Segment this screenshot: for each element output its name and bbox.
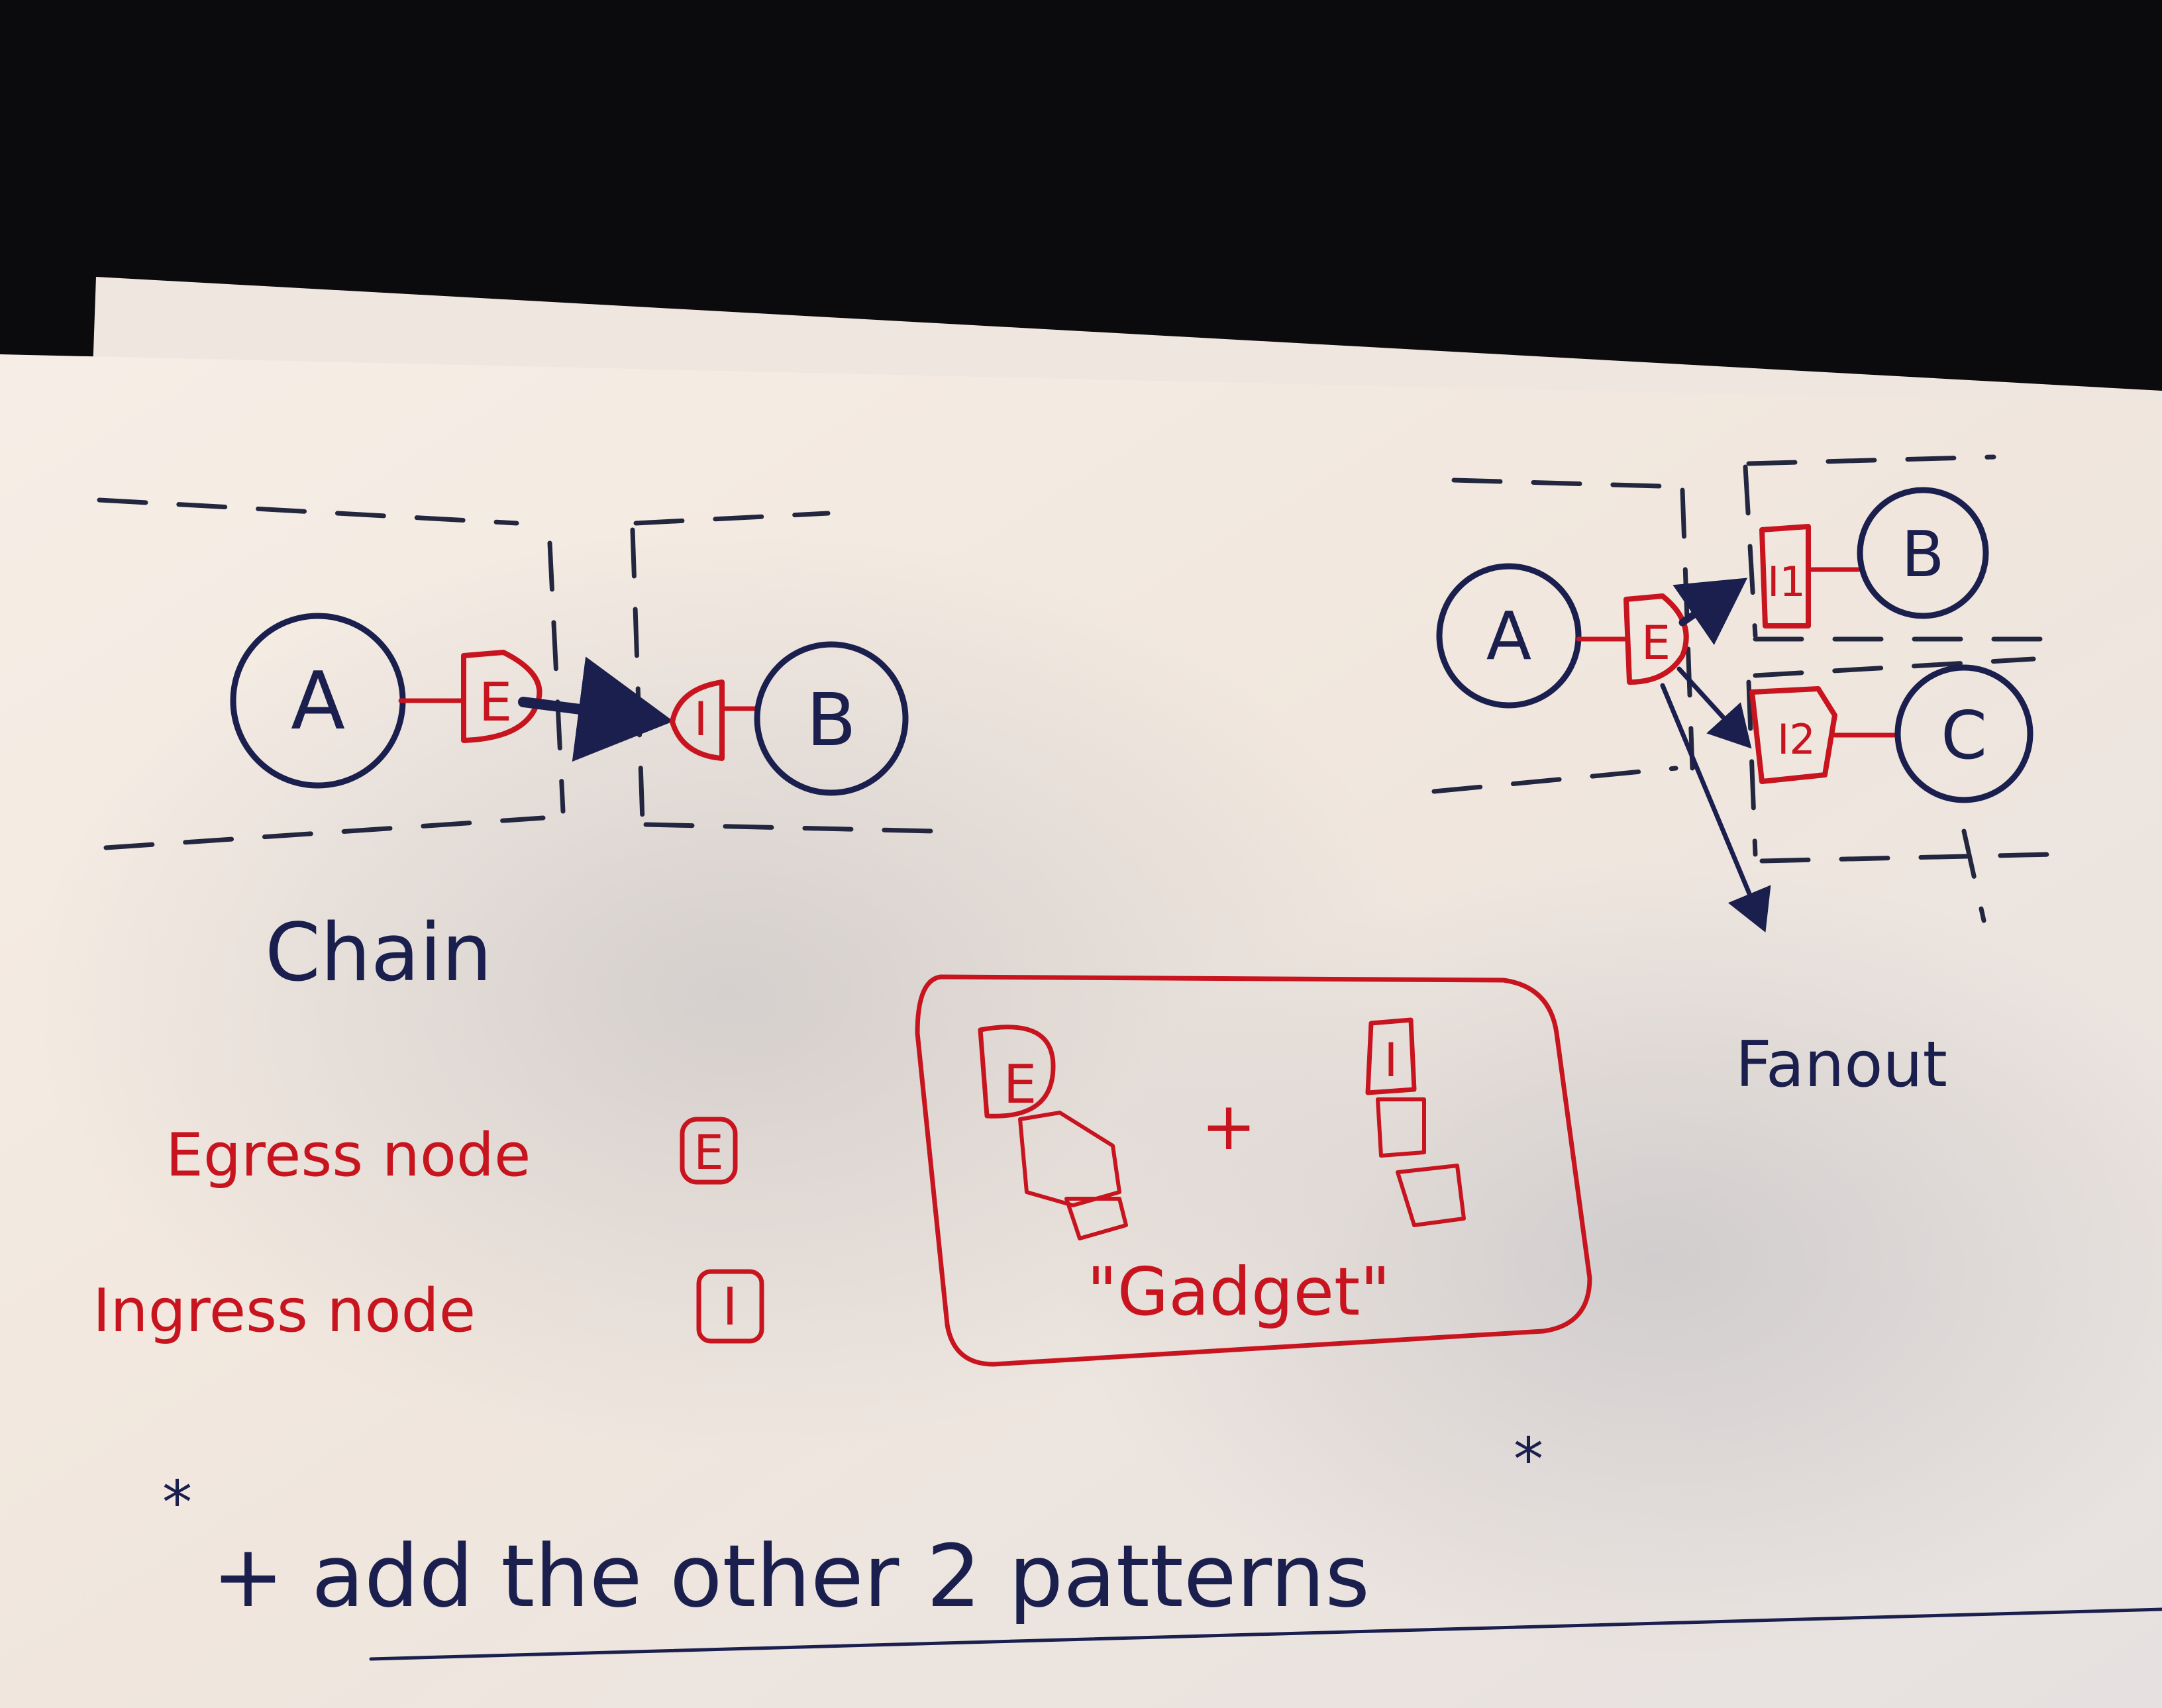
fanout-node-b-circle xyxy=(1857,487,1989,619)
chain-arrow xyxy=(518,656,674,762)
gadget-egress-symbol: E xyxy=(1004,1054,1037,1115)
fanout-egress-label: E xyxy=(1641,616,1671,670)
chain-box-b-bottom xyxy=(643,822,937,834)
fanout-ingress-1-label: I1 xyxy=(1767,558,1806,606)
fanout-node-a-label: A xyxy=(1486,597,1531,675)
fanout-box-a-right xyxy=(1680,487,1695,771)
gadget-plus: + xyxy=(1201,1087,1257,1165)
fanout-box-c-bottom xyxy=(1759,852,2056,864)
fanout-caption: Fanout xyxy=(1735,1029,1947,1101)
fanout-arrow-to-c xyxy=(1676,666,1752,749)
legend-ingress-label: Ingress node xyxy=(93,1276,476,1346)
hand-shadow-2 xyxy=(1060,861,2162,1656)
legend: Egress node E Ingress node I xyxy=(93,1117,764,1346)
fanout-box-b-left xyxy=(1743,464,1758,638)
gadget-box: E + I "Gadget" xyxy=(915,974,1592,1367)
chain-box-b-top xyxy=(633,511,831,526)
fanout-ingress-2-label: I2 xyxy=(1777,715,1816,764)
fanout-node-b-label: B xyxy=(1901,519,1944,591)
gadget-outline xyxy=(915,974,1592,1367)
note-star-right: * xyxy=(1514,1425,1543,1495)
chain-box-a-right xyxy=(547,540,566,814)
chain-diagram: A E I B Chain xyxy=(97,497,937,999)
fanout-node-c-label: C xyxy=(1941,697,1987,774)
chain-caption: Chain xyxy=(265,907,492,999)
note: * * + add the other 2 patterns xyxy=(162,1425,2162,1661)
legend-egress-label: Egress node xyxy=(166,1121,531,1190)
chain-node-a-label: A xyxy=(291,656,345,748)
gadget-egress-stack-2 xyxy=(1064,1197,1128,1240)
fanout-arrow-down xyxy=(1660,683,1771,932)
legend-ingress-box xyxy=(696,1269,764,1344)
chain-ingress-shape xyxy=(670,679,725,761)
gadget-caption: "Gadget" xyxy=(1087,1253,1390,1331)
gadget-egress-stack xyxy=(1018,1111,1121,1207)
fanout-box-b-top xyxy=(1746,454,1996,466)
fanout-ingress-2-shape xyxy=(1749,686,1837,784)
gadget-ingress-symbol: I xyxy=(1384,1033,1398,1087)
chain-box-b-left xyxy=(630,527,645,824)
chain-egress-label: E xyxy=(479,672,513,733)
fanout-box-c-top xyxy=(1753,656,2036,678)
gadget-egress-shape xyxy=(978,1025,1056,1119)
legend-egress-box xyxy=(680,1117,738,1185)
gadget-ingress-stack-2 xyxy=(1396,1164,1466,1227)
fanout-box-c-right xyxy=(1961,829,1986,923)
chain-node-b-label: B xyxy=(806,678,856,762)
chain-box-a-bottom xyxy=(103,815,546,850)
fanout-node-a-circle xyxy=(1436,563,1582,709)
fanout-node-c-circle xyxy=(1894,664,2033,803)
chain-node-b-circle xyxy=(754,641,909,796)
gadget-ingress-shape xyxy=(1365,1017,1417,1095)
note-star-left: * xyxy=(162,1468,192,1538)
chain-ingress-label: I xyxy=(694,692,708,746)
legend-egress-symbol: E xyxy=(694,1125,724,1180)
fanout-ingress-1-shape xyxy=(1759,524,1811,628)
chain-box-a-top xyxy=(97,497,519,526)
fanout-arrow-to-b xyxy=(1673,578,1748,645)
paper-under-sheet xyxy=(93,277,2162,424)
gadget-ingress-stack xyxy=(1376,1097,1426,1158)
fanout-box-a-bottom xyxy=(1431,766,1678,794)
note-underline xyxy=(369,1607,2162,1661)
fanout-box-a-top xyxy=(1451,477,1685,489)
fanout-diagram: A E I1 B I2 C Fanout xyxy=(1431,454,2056,1101)
legend-ingress-symbol: I xyxy=(722,1278,737,1337)
note-text: + add the other 2 patterns xyxy=(212,1526,1370,1627)
